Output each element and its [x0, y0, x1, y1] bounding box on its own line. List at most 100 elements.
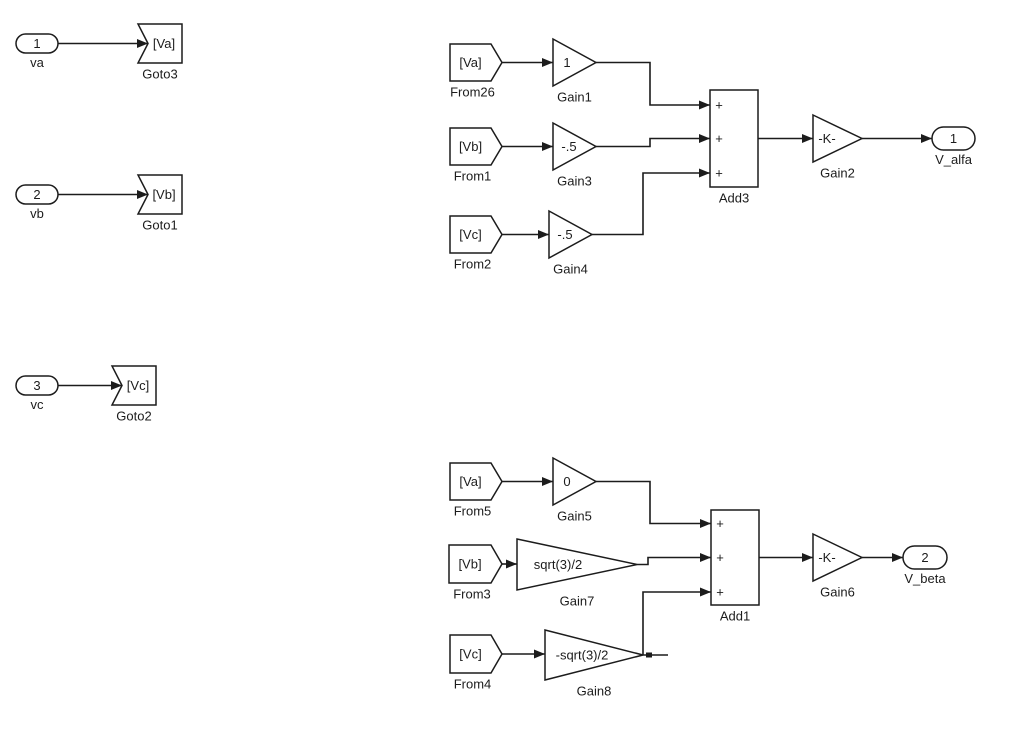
wire-from4-to-gain8[interactable]: [502, 649, 545, 659]
wire-gain1-to-add3[interactable]: [596, 61, 710, 110]
block-name-label[interactable]: Goto2: [116, 409, 151, 424]
block-value-text: 1: [33, 36, 40, 51]
block-value-text: -.5: [561, 139, 576, 154]
wire-arrowhead-icon: [534, 649, 545, 659]
block-name-label[interactable]: From3: [453, 587, 491, 602]
wire-arrowhead-icon: [542, 477, 553, 486]
wire-from26-to-gain1[interactable]: [502, 58, 553, 67]
block-name-label[interactable]: V_alfa: [935, 152, 973, 167]
outport-block-v-beta[interactable]: 2V_beta: [902, 545, 948, 586]
wire-vb-to-goto1[interactable]: [58, 190, 148, 199]
wire-arrowhead-icon: [921, 134, 932, 143]
wire-gain7-to-add1[interactable]: [637, 553, 711, 566]
wire-arrowhead-icon: [699, 134, 710, 143]
wire-add3-to-gain2[interactable]: [758, 134, 813, 143]
wire-arrowhead-icon: [137, 39, 148, 48]
block-name-label[interactable]: Gain3: [557, 174, 592, 189]
block-value-text: -K-: [818, 550, 835, 565]
block-name-label[interactable]: Add3: [719, 191, 749, 206]
goto-block-goto3[interactable]: [Va] Goto3: [136, 23, 183, 82]
from-block-from26[interactable]: [Va] From26: [449, 43, 503, 100]
wire-from5-to-gain5[interactable]: [502, 477, 553, 486]
wire-arrowhead-icon: [538, 230, 549, 239]
wire-from1-to-gain3[interactable]: [502, 142, 553, 151]
wire-arrowhead-icon: [700, 587, 711, 597]
block-value-text: -sqrt(3)/2: [556, 648, 609, 663]
block-name-label[interactable]: Gain2: [820, 166, 855, 181]
block-name-label[interactable]: Gain1: [557, 90, 592, 105]
wire-arrowhead-icon: [542, 58, 553, 67]
sum-block-add1[interactable]: +++Add1: [710, 509, 760, 624]
wire-arrowhead-icon: [802, 553, 813, 562]
gain-block-gain6[interactable]: -K- Gain6: [812, 532, 864, 600]
wire-arrowhead-icon: [700, 553, 711, 562]
from-block-from5[interactable]: [Va] From5: [449, 462, 503, 519]
block-value-text: [Vb]: [458, 557, 481, 572]
from-block-from4[interactable]: [Vc] From4: [449, 634, 503, 692]
block-name-label[interactable]: vc: [31, 397, 45, 412]
sum-input-sign: +: [715, 166, 723, 181]
goto-block-goto2[interactable]: [Vc] Goto2: [110, 365, 157, 424]
block-name-label[interactable]: Add1: [720, 609, 750, 624]
block-value-text: [Va]: [459, 474, 481, 489]
block-name-label[interactable]: From26: [450, 85, 495, 100]
block-name-label[interactable]: From4: [454, 677, 492, 692]
outport-block-v-alfa[interactable]: 1V_alfa: [931, 126, 976, 167]
wire-arrowhead-icon: [506, 559, 517, 569]
inport-block-vc[interactable]: 3vc: [15, 375, 59, 412]
wire-vc-to-goto2[interactable]: [58, 381, 122, 390]
sum-input-sign: +: [715, 98, 723, 113]
wire-from2-to-gain4[interactable]: [502, 230, 549, 239]
wire-arrowhead-icon: [892, 553, 903, 562]
block-name-label[interactable]: V_beta: [904, 571, 946, 586]
wire-gain8-to-add1[interactable]: [642, 587, 711, 656]
block-value-text: [Vc]: [459, 227, 481, 242]
block-value-text: [Va]: [153, 36, 175, 51]
wire-gain5-to-add1[interactable]: [596, 480, 711, 529]
block-name-label[interactable]: From2: [454, 257, 492, 272]
wire-arrowhead-icon: [699, 100, 710, 110]
wire-add1-to-gain6[interactable]: [759, 553, 813, 562]
gain-block-gain2[interactable]: -K-Gain2: [812, 113, 864, 181]
block-name-label[interactable]: From1: [454, 169, 492, 184]
wire-gain3-to-add3[interactable]: [596, 134, 710, 148]
inport-block-vb[interactable]: 2vb: [15, 184, 59, 221]
block-name-label[interactable]: Gain8: [577, 684, 612, 699]
goto-block-goto1[interactable]: [Vb]Goto1: [136, 174, 183, 233]
block-value-text: [Va]: [459, 55, 481, 70]
block-name-label[interactable]: Gain6: [820, 585, 855, 600]
wire-gain4-to-add3[interactable]: [592, 168, 710, 236]
wire-va-to-goto3[interactable]: [58, 39, 148, 48]
from-block-from2[interactable]: [Vc] From2: [449, 215, 503, 272]
block-name-label[interactable]: Goto3: [142, 67, 177, 82]
wire-gain6-to-v-beta[interactable]: [862, 553, 903, 562]
sum-input-sign: +: [716, 550, 724, 565]
block-name-label[interactable]: Gain7: [560, 594, 595, 609]
sum-input-sign: +: [716, 585, 724, 600]
block-name-label[interactable]: va: [30, 55, 45, 70]
wire-arrowhead-icon: [700, 519, 711, 528]
from-block-from1[interactable]: [Vb]From1: [449, 127, 503, 184]
block-name-label[interactable]: vb: [30, 206, 44, 221]
block-name-label[interactable]: Gain4: [553, 262, 588, 277]
wire-gain2-to-v-alfa[interactable]: [862, 134, 932, 143]
wire-from3-to-gain7[interactable]: [502, 559, 517, 569]
block-name-label[interactable]: Goto1: [142, 218, 177, 233]
wire-junction-dot: [646, 652, 652, 658]
block-value-text: [Vc]: [459, 647, 481, 662]
block-name-label[interactable]: Gain5: [557, 509, 592, 524]
sum-block-add3[interactable]: +++Add3: [709, 89, 759, 206]
block-value-text: [Vc]: [127, 378, 149, 393]
block-value-text: 2: [921, 550, 928, 565]
from-block-from3[interactable]: [Vb] From3: [448, 544, 503, 602]
inport-block-va[interactable]: 1 va: [15, 33, 59, 70]
block-name-label[interactable]: From5: [454, 504, 492, 519]
